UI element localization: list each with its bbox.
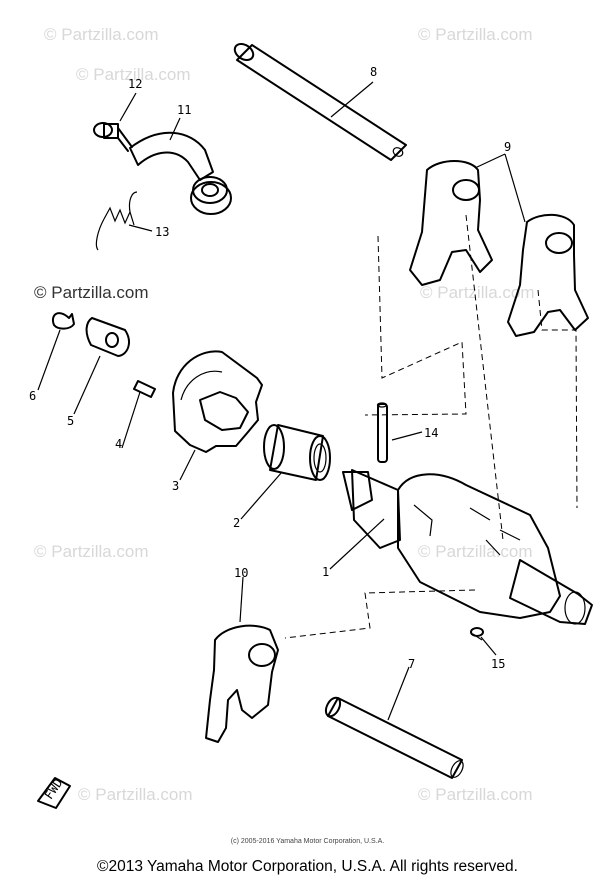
- callout-13: 13: [155, 225, 169, 239]
- part-14-pin: [376, 402, 388, 463]
- callout-5: 5: [67, 414, 74, 428]
- part-3-shift-cam: [172, 350, 263, 453]
- callout-12: 12: [128, 77, 142, 91]
- watermark-text: © Partzilla.com: [418, 542, 533, 561]
- watermark-text: © Partzilla.com: [34, 283, 149, 302]
- callout-1: 1: [322, 565, 329, 579]
- callout-15: 15: [491, 657, 505, 671]
- callout-11: 11: [177, 103, 191, 117]
- callout-9: 9: [504, 140, 511, 154]
- watermark-text: © Partzilla.com: [76, 65, 191, 84]
- fwd-arrow-icon: FWD: [37, 776, 71, 809]
- watermark-text: © Partzilla.com: [44, 25, 159, 44]
- part-11-stopper-lever: [129, 131, 232, 215]
- watermark-text: © Partzilla.com: [78, 785, 193, 804]
- callout-14: 14: [424, 426, 438, 440]
- callout-7: 7: [408, 657, 415, 671]
- callout-leaders: [37, 81, 526, 721]
- callout-labels: 8 9 12 11 13 6 5 4 3 2 14 1 10 15 7: [29, 65, 511, 671]
- part-4-dowel-pin: [133, 380, 156, 398]
- part-8-guide-bar: [233, 42, 407, 161]
- footer-copyright: ©2013 Yamaha Motor Corporation, U.S.A. A…: [97, 858, 518, 875]
- alignment-dash-lines: [284, 214, 578, 639]
- part-9-shift-fork-lower: [507, 213, 589, 337]
- part-12-bolt: [93, 122, 133, 152]
- watermark-text: © Partzilla.com: [34, 542, 149, 561]
- callout-4: 4: [115, 437, 122, 451]
- part-13-spring: [95, 191, 138, 251]
- watermark-layer: © Partzilla.com © Partzilla.com © Partzi…: [34, 25, 535, 804]
- part-15-screw: [470, 627, 484, 641]
- watermark-text: © Partzilla.com: [420, 283, 535, 302]
- callout-8: 8: [370, 65, 377, 79]
- shift-drum-exploded-diagram: © Partzilla.com © Partzilla.com © Partzi…: [29, 25, 593, 809]
- part-2-bearing: [263, 424, 331, 481]
- watermark-text: © Partzilla.com: [418, 25, 533, 44]
- callout-3: 3: [172, 479, 179, 493]
- part-7-guide-bar: [324, 696, 464, 779]
- diagram-copyright-note: (c) 2005-2016 Yamaha Motor Corporation, …: [230, 838, 385, 845]
- part-1-shift-drum: [342, 469, 593, 625]
- callout-6: 6: [29, 389, 36, 403]
- part-9-shift-fork-upper: [409, 160, 493, 286]
- callout-2: 2: [233, 516, 240, 530]
- part-10-shift-fork: [205, 624, 279, 743]
- callout-10: 10: [234, 566, 248, 580]
- watermark-text: © Partzilla.com: [418, 785, 533, 804]
- part-6-circlip: [52, 312, 75, 330]
- part-5-washer: [85, 317, 130, 357]
